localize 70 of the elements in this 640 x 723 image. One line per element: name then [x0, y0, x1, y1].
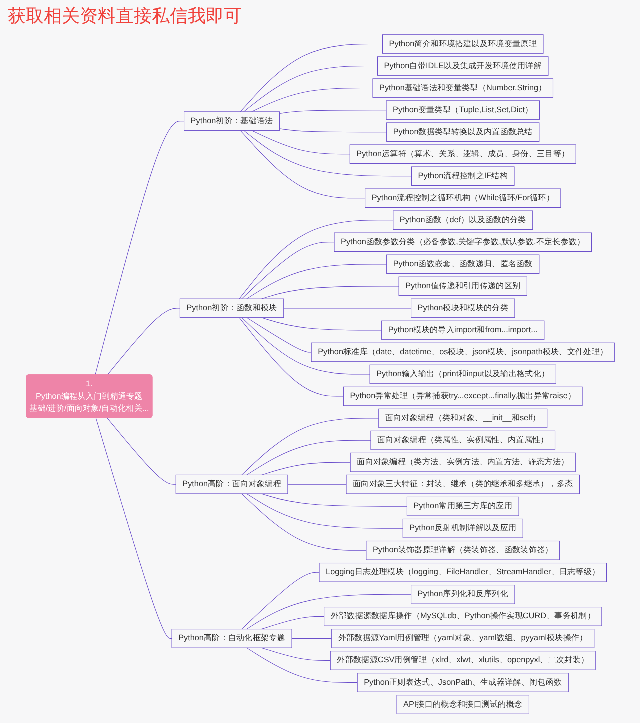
node-box — [410, 298, 515, 318]
node-box — [398, 276, 527, 296]
connector — [260, 616, 324, 630]
node-box — [381, 320, 544, 340]
node-box — [366, 540, 560, 560]
node-box — [406, 496, 519, 516]
node-box — [396, 695, 529, 714]
connector — [260, 494, 407, 507]
node-box — [372, 78, 554, 98]
node-box — [349, 144, 576, 164]
node-box — [350, 452, 576, 472]
node-box — [324, 607, 602, 626]
connector — [260, 462, 350, 476]
mind-map: 1. Python编程从入门到精通专题 基础/进阶/面向对象/自动化相关... Python初阶：基础语法 Python简介和环境搭建以及环境变量原理 Python自带IDLE以及集成开发环境使用详解 Python基础语法和变量类型（Number,String） Python变量类型（Tuple,List,Set,Dict） Python数据类型转换以及内置函数总结 Python运算符（算术、关系、逻辑、成员、身份、三目等） Python流程控制之IF结构 Python流程控制之循环机构（While循环/For循环） Python初阶：函数和模块 Python函数（def）以及函数的分类 Python函数参数分类（必备参数,关键字参数,默认参数,不定长参数） Python函数嵌套、函数递归、匿名函数 Python值传递和引用传递的区别 Python模块和模块的分类 Python模块的导入import和from...import... Python标准库（date、datetime、os模块、json模块、jsonpath模块、文件处理） Python输入输出（print和input以及输出格式化） Python异常处理（异常捕获try...except...finally,抛出异常raise） Python高阶：面向对象编程 面向对象编程（类和对象、__init__和self） 面向对象编程（类属性、实例属性、内置属性） 面向对象编程（类方法、实例方法、内置方法、静态方法） 面向对象三大特征：封装、继承（类的继承和多继承），多态 Python常用第三方库的应用 Python反射机制详解以及应用 Python装饰器原理详解（类装饰器、函数装饰器） Python高阶：自动化框架专题 Logging日志处理模块（logging、FileHandler、StreamHandler、日志等级） Python序列化和反序列化 外部数据源数据库操作（MySQLdb、Python操作实现CURD、事务机制） 外部数据源Yaml用例管理（yaml对象、yaml数组、pyyaml模块操作） 外部数据源CSV用例管理（xlrd、xlwt、xlutils、openpyxl、二次封装） Python正则表达式、JsonPath、生成器详解、闭包函数 API接口的概念和接口测试的概念 — [22, 30, 618, 719]
node-box — [175, 474, 288, 494]
connector — [241, 418, 379, 476]
node-box — [318, 563, 606, 582]
connector — [246, 318, 312, 353]
node-box — [402, 518, 523, 538]
connector — [246, 264, 387, 300]
connector — [287, 484, 346, 485]
connector — [106, 308, 180, 376]
connector — [246, 440, 371, 476]
node-box — [392, 210, 533, 230]
connector — [260, 286, 399, 300]
node-box — [346, 474, 580, 494]
connector — [246, 594, 412, 630]
node-box — [386, 100, 540, 120]
node-box — [378, 408, 548, 428]
connector — [243, 66, 378, 112]
connector — [241, 242, 334, 300]
node-box — [342, 386, 582, 406]
connector — [240, 130, 366, 199]
connector — [241, 494, 366, 551]
node-box — [386, 122, 540, 142]
connector — [283, 308, 412, 309]
connector — [95, 418, 172, 639]
node-box — [364, 188, 561, 208]
connector — [243, 130, 412, 177]
node-box — [356, 673, 568, 692]
connector — [279, 110, 386, 114]
connector — [238, 220, 394, 300]
node-box — [179, 298, 284, 318]
node-box — [376, 56, 548, 76]
node-box — [382, 34, 544, 54]
connector — [260, 318, 382, 331]
connector — [291, 638, 332, 639]
connector — [241, 572, 320, 630]
node-box — [334, 232, 592, 252]
connector — [94, 121, 184, 376]
node-box — [330, 651, 596, 670]
node-box — [369, 364, 556, 384]
connector — [251, 88, 373, 112]
note-text: 获取相关资料直接私信我即可 — [8, 5, 242, 28]
connector — [238, 318, 344, 397]
connector — [246, 648, 358, 683]
node-box — [410, 166, 514, 186]
connector — [246, 494, 403, 529]
connector — [240, 44, 383, 112]
connector — [106, 418, 176, 485]
connector — [279, 128, 387, 133]
connector — [241, 318, 370, 375]
node-box — [184, 112, 280, 131]
connector — [251, 130, 350, 155]
node-box — [410, 585, 515, 604]
node-box — [386, 254, 540, 274]
node-box — [310, 342, 614, 362]
node-box — [171, 629, 292, 648]
node-box — [370, 430, 556, 450]
node-box — [331, 629, 594, 648]
